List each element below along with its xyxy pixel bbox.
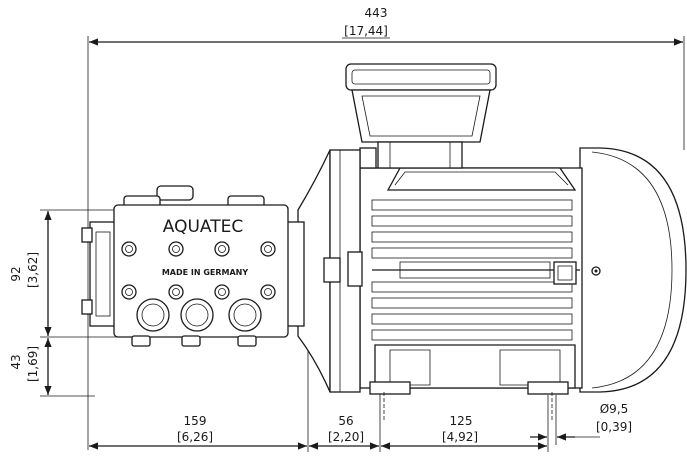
valve-ports — [136, 298, 262, 332]
pump-left-side-block — [89, 221, 117, 327]
pump-brand-label: AQUATEC — [163, 217, 243, 237]
terminal-box-lid — [345, 63, 497, 91]
bottom-dimensions: 159 [6,26] 56 [2,20] 125 [4,92] Ø9,5 [0,… — [89, 300, 632, 452]
terminal-box — [345, 63, 497, 169]
dim-56-value: 56 — [338, 414, 353, 428]
overall-length-inch: [17,44] — [344, 24, 388, 38]
motor-foot-left — [369, 381, 411, 395]
lower-bolts — [121, 284, 276, 300]
hole-diameter-inch: [0,39] — [596, 420, 632, 434]
shaft-height-value: 43 — [9, 354, 23, 369]
dim-125-inch: [4,92] — [442, 430, 478, 444]
electric-motor — [359, 147, 687, 395]
hole-center-lines — [383, 392, 553, 420]
pump-height-dimension: 92 [3,62] — [9, 209, 120, 338]
dim-56-inch: [2,20] — [328, 430, 364, 444]
motor-end-cap — [579, 147, 687, 393]
overall-length-value: 443 — [365, 6, 388, 20]
cooling-fins — [371, 199, 580, 341]
end-cap-bolt — [591, 266, 601, 276]
motor-foot-right — [527, 381, 569, 395]
aquatec-pump-head: AQUATEC MADE IN GERMANY — [81, 185, 305, 347]
overall-length-dimension: 443 [17,44] — [87, 6, 685, 450]
upper-bolts — [121, 241, 276, 257]
dim-159-inch: [6,26] — [177, 430, 213, 444]
dim-159-value: 159 — [184, 414, 207, 428]
pump-height-value: 92 — [9, 266, 23, 281]
hole-diameter-value: Ø9,5 — [600, 402, 629, 416]
shaft-height-dimension: 43 [1,69] — [9, 338, 95, 397]
shaft-height-inch: [1,69] — [26, 346, 40, 382]
motor-flange — [297, 149, 363, 393]
pump-height-inch: [3,62] — [26, 252, 40, 288]
dim-125-value: 125 — [450, 414, 473, 428]
pump-origin-label: MADE IN GERMANY — [162, 268, 249, 277]
